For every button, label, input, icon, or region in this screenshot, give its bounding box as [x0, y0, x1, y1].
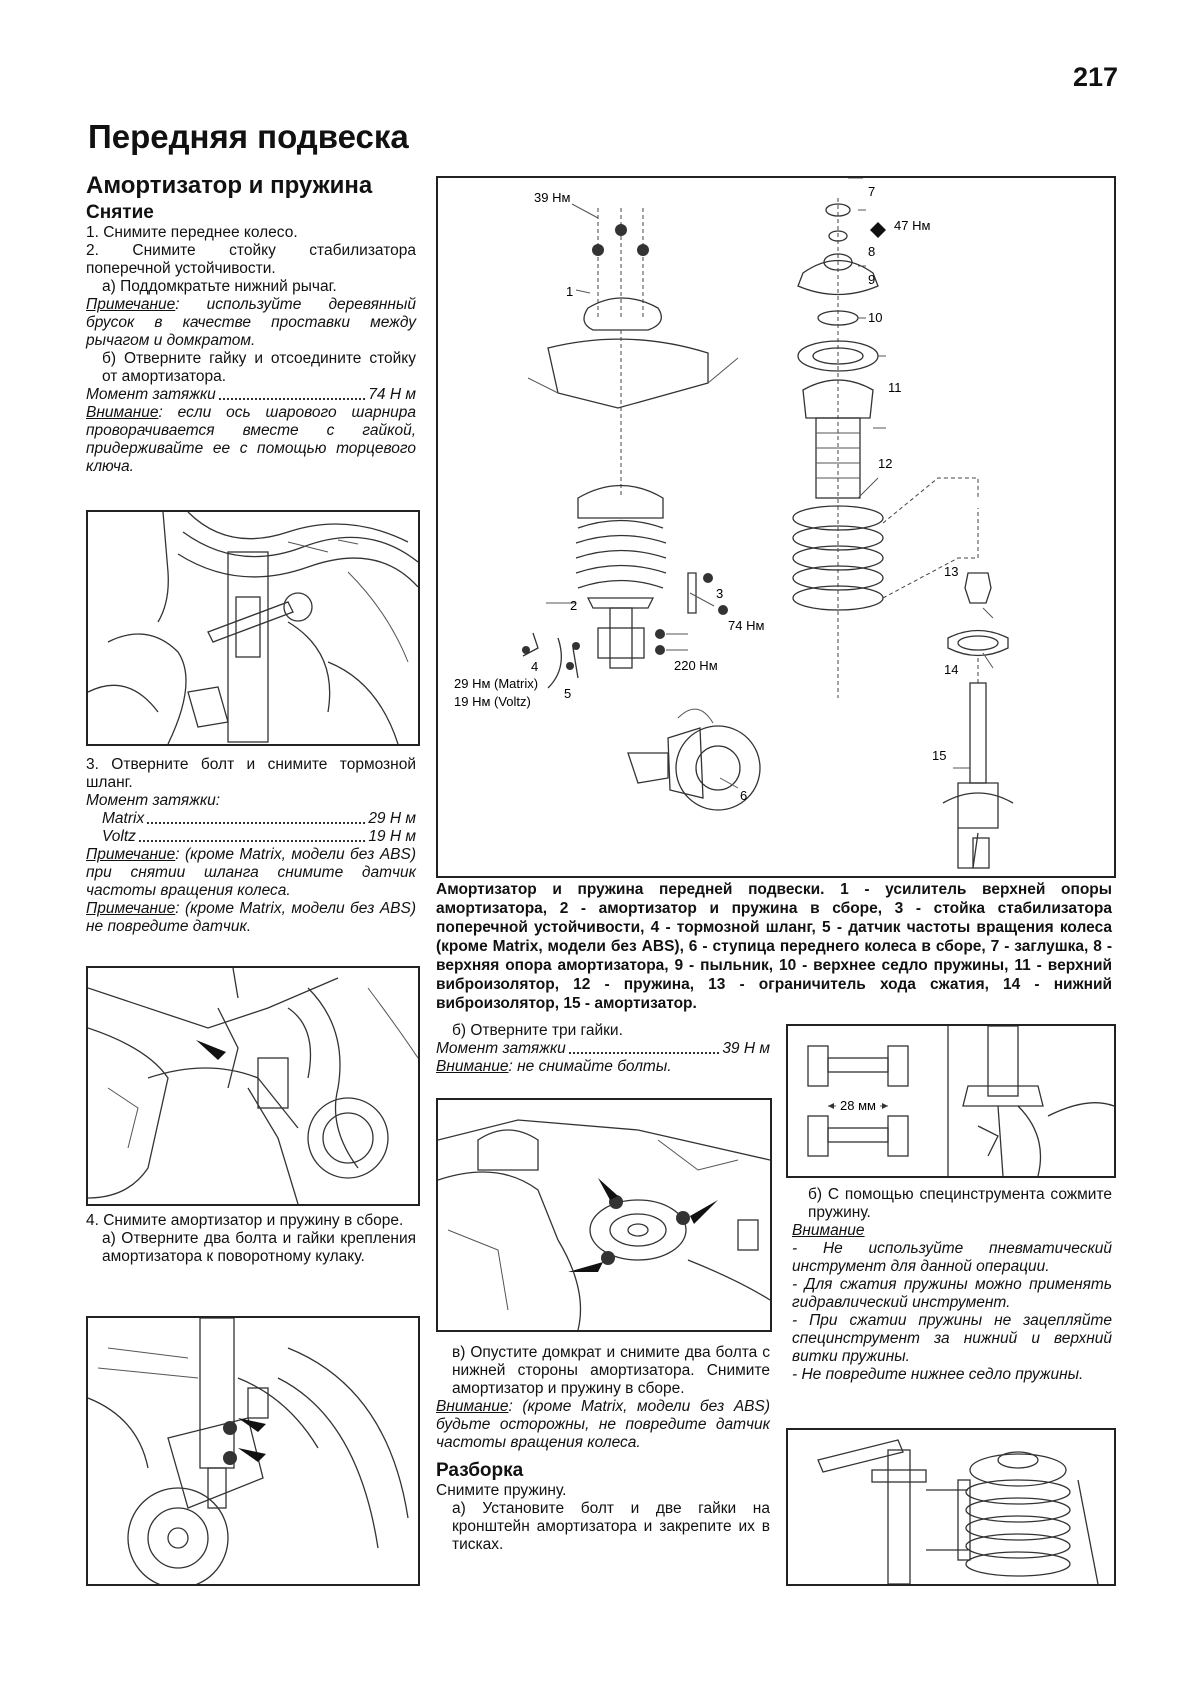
torque-2-matrix-label: Matrix	[102, 810, 145, 827]
label-28mm: 28 мм	[840, 1098, 876, 1113]
warning-4-item-1: - Не используйте пневматический инструме…	[792, 1240, 1112, 1275]
warning-1: Внимание: если ось шарового шарнира пров…	[86, 404, 416, 476]
torque-2-matrix-value: 29 Н м	[368, 810, 416, 827]
note-2-label: Примечание	[86, 846, 176, 863]
page-title: Передняя подвеска	[88, 118, 409, 155]
note-1-text: : используйте деревянный брусок в качест…	[86, 296, 416, 349]
torque-2-label: Момент затяжки:	[86, 792, 221, 809]
photo-bolt-vise: 28 мм	[786, 1024, 1116, 1178]
warning-4-label: Внимание	[792, 1222, 865, 1239]
step-4: 4. Снимите амортизатор и пружину в сборе…	[86, 1212, 404, 1229]
right-column: б) С помощью специнструмента сожмите пру…	[792, 1186, 1112, 1384]
label-torque-47: 47 Нм	[894, 218, 930, 233]
diagram-caption: Амортизатор и пружина передней подвески.…	[436, 881, 1112, 1012]
torque-3: Момент затяжки 39 Н м	[436, 1040, 770, 1058]
step-1: 1. Снимите переднее колесо.	[86, 224, 298, 241]
warning-4-item-4: - Не повредите нижнее седло пружины.	[792, 1366, 1084, 1383]
photo-stabilizer-link	[86, 510, 420, 746]
note-1-label: Примечание	[86, 296, 176, 313]
torque-3-value: 39 Н м	[722, 1040, 770, 1057]
note-3: Примечание: (кроме Matrix, модели без AB…	[86, 900, 416, 936]
note-1: Примечание: используйте деревянный брусо…	[86, 296, 416, 350]
exploded-diagram: 39 Нм 47 Нм 74 Нм 220 Нм 29 Нм (Matrix) …	[436, 176, 1116, 878]
warning-4-item-2: - Для сжатия пружины можно применять гид…	[792, 1276, 1112, 1311]
warning-3: Внимание: (кроме Matrix, модели без ABS)…	[436, 1398, 770, 1452]
section-title: Амортизатор и пружина	[86, 172, 373, 199]
torque-2-voltz-label: Voltz	[102, 828, 136, 845]
note-3-text: : (кроме Matrix, модели без ABS) не повр…	[86, 900, 416, 935]
torque-2-voltz-value: 19 Н м	[368, 828, 416, 845]
warning-2-label: Внимание	[436, 1058, 509, 1075]
torque-2-matrix: Matrix 29 Н м	[86, 810, 416, 828]
warning-2: Внимание: не снимайте болты.	[436, 1058, 770, 1076]
note-3-label: Примечание	[86, 900, 176, 917]
photo-knuckle-bolts	[86, 1316, 420, 1586]
note-2-text: : (кроме Matrix, модели без ABS) при сня…	[86, 846, 416, 899]
label-5: 5	[564, 686, 571, 701]
step-2: 2. Снимите стойку стабилизатора поперечн…	[86, 242, 416, 277]
label-8: 8	[868, 244, 875, 259]
middle-column-2: в) Опустите домкрат и снимите два болта …	[436, 1344, 770, 1554]
label-15: 15	[932, 748, 946, 763]
disassembly-step-a: а) Установите болт и две гайки на кроншт…	[452, 1500, 770, 1553]
warning-1-text: : если ось шарового шарнира проворачивае…	[86, 404, 416, 475]
step-3: 3. Отверните болт и снимите тормозной шл…	[86, 756, 416, 791]
label-torque-19-voltz: 19 Нм (Voltz)	[454, 694, 531, 709]
label-14: 14	[944, 662, 958, 677]
label-7: 7	[868, 184, 875, 199]
torque-1: Момент затяжки 74 Н м	[86, 386, 416, 404]
warning-1-label: Внимание	[86, 404, 159, 421]
warning-3-text: : (кроме Matrix, модели без ABS) будьте …	[436, 1398, 770, 1451]
label-9: 9	[868, 272, 875, 287]
label-2: 2	[570, 598, 577, 613]
middle-column: б) Отверните три гайки. Момент затяжки 39…	[436, 1022, 770, 1076]
warning-2-text: : не снимайте болты.	[508, 1058, 672, 1075]
label-torque-74: 74 Нм	[728, 618, 764, 633]
label-6: 6	[740, 788, 747, 803]
torque-1-label: Момент затяжки	[86, 386, 216, 403]
removal-title: Снятие	[86, 202, 154, 223]
photo-brake-hose	[86, 966, 420, 1206]
warning-4-item-3: - При сжатии пружины не зацепляйте специ…	[792, 1312, 1112, 1365]
step-2b: б) Отверните гайку и отсоедините стойку …	[102, 350, 416, 385]
note-2: Примечание: (кроме Matrix, модели без AB…	[86, 846, 416, 900]
torque-2-voltz: Voltz 19 Н м	[86, 828, 416, 846]
label-13: 13	[944, 564, 958, 579]
label-10: 10	[868, 310, 882, 325]
left-column-2: 3. Отверните болт и снимите тормозной шл…	[86, 756, 416, 936]
page-number: 217	[1073, 62, 1119, 92]
photo-top-mount-nuts	[436, 1098, 772, 1332]
label-torque-220: 220 Нм	[674, 658, 718, 673]
label-torque-39: 39 Нм	[534, 190, 570, 205]
label-4: 4	[531, 659, 538, 674]
left-column-3: 4. Снимите амортизатор и пружину в сборе…	[86, 1212, 416, 1266]
disassembly-title: Разборка	[436, 1460, 524, 1481]
step-2a: а) Поддомкратьте нижний рычаг.	[102, 278, 337, 295]
torque-1-value: 74 Н м	[368, 386, 416, 403]
label-1: 1	[566, 284, 573, 299]
step-4c: в) Опустите домкрат и снимите два болта …	[452, 1344, 770, 1397]
disassembly-intro: Снимите пружину.	[436, 1482, 567, 1499]
step-4a: а) Отверните два болта и гайки крепления…	[102, 1230, 416, 1265]
warning-3-label: Внимание	[436, 1398, 509, 1415]
label-12: 12	[878, 456, 892, 471]
strut-assembly	[522, 208, 761, 811]
torque-3-label: Момент затяжки	[436, 1040, 566, 1057]
exploded-parts-column	[792, 198, 1014, 869]
label-3: 3	[716, 586, 723, 601]
disassembly-step-b: б) С помощью специнструмента сожмите пру…	[808, 1186, 1112, 1221]
label-torque-29-matrix: 29 Нм (Matrix)	[454, 676, 538, 691]
photo-spring-compressor	[786, 1428, 1116, 1586]
step-4b: б) Отверните три гайки.	[452, 1022, 623, 1039]
label-11: 11	[888, 380, 902, 395]
left-column: Амортизатор и пружина Снятие 1. Снимите …	[86, 172, 416, 476]
